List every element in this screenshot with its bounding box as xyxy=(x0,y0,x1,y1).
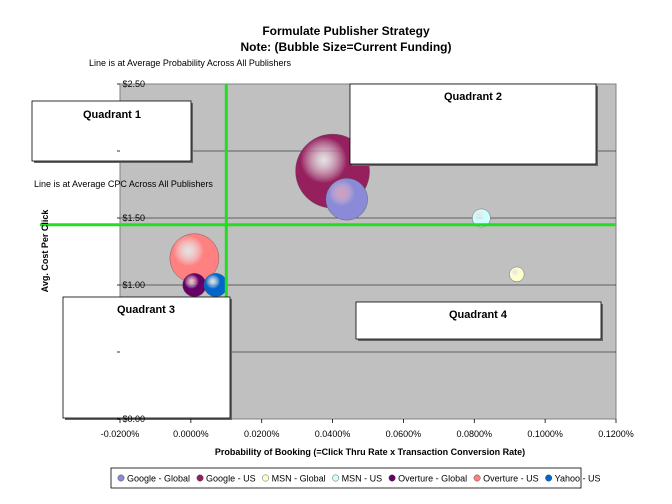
legend-item: Google - US xyxy=(196,474,256,484)
quadrant-box xyxy=(62,296,231,419)
legend: Google - Global Google - US MSN - Global MS… xyxy=(110,467,601,489)
legend-label: Yahoo - US xyxy=(555,474,601,484)
avg-probability-note: Line is at Average Probability Across Al… xyxy=(89,58,291,68)
x-tick-label: 0.0200% xyxy=(244,429,280,439)
legend-label: Google - Global xyxy=(127,474,190,484)
legend-label: Google - US xyxy=(206,474,256,484)
legend-item: Overture - US xyxy=(473,474,539,484)
quadrant-box xyxy=(31,100,192,162)
quadrant-box xyxy=(355,301,602,340)
legend-label: Overture - Global xyxy=(398,474,467,484)
legend-marker xyxy=(332,474,339,482)
y-axis-label: Avg. Cost Per Click xyxy=(40,209,50,293)
quadrant-3-label: Quadrant 3 xyxy=(117,304,175,316)
quadrant-1-box: Quadrant 1 xyxy=(31,100,193,163)
legend-item: MSN - Global xyxy=(262,474,326,484)
bubble-google-global xyxy=(325,178,368,221)
quadrant-box xyxy=(349,83,597,165)
avg-cpc-note: Line is at Average CPC Across All Publis… xyxy=(34,179,213,189)
y-tick-label: $0.00 xyxy=(122,414,145,424)
legend-marker xyxy=(473,474,481,482)
y-tick-label: $2.50 xyxy=(122,79,145,89)
bubble-msn-us xyxy=(472,208,491,228)
x-axis-label: Probability of Booking (=Click Thru Rate… xyxy=(215,447,525,457)
bubble-yahoo-us xyxy=(203,273,228,297)
quadrant-2-label: Quadrant 2 xyxy=(444,91,502,103)
x-tick-label: 0.0000% xyxy=(173,429,209,439)
legend-item: Yahoo - US xyxy=(545,474,601,484)
quadrant-4-box: Quadrant 4 xyxy=(355,301,603,341)
legend-item: MSN - US xyxy=(332,474,382,484)
chart-subtitle: Note: (Bubble Size=Current Funding) xyxy=(241,40,452,54)
bubble-overture-global xyxy=(182,273,207,297)
x-tick-label: 0.0800% xyxy=(457,429,493,439)
quadrant-3-box: Quadrant 3 xyxy=(62,296,232,420)
x-tick-label: 0.0400% xyxy=(315,429,351,439)
legend-item: Google - Global xyxy=(117,474,190,484)
quadrant-2-box: Quadrant 2 xyxy=(349,83,598,166)
legend-marker xyxy=(545,474,553,482)
x-tick-label: 0.1200% xyxy=(598,429,634,439)
x-tick-label: 0.1000% xyxy=(527,429,563,439)
bubble-msn-global xyxy=(509,266,525,282)
legend-label: Overture - US xyxy=(483,474,539,484)
y-tick-label: $1.50 xyxy=(122,213,145,223)
legend-marker xyxy=(262,474,269,482)
legend-box xyxy=(110,467,582,489)
quadrant-1-label: Quadrant 1 xyxy=(83,109,141,121)
y-tick-label: $1.00 xyxy=(122,280,145,290)
legend-marker xyxy=(196,474,204,482)
legend-marker xyxy=(388,474,396,482)
x-tick-label: -0.0200% xyxy=(101,429,140,439)
legend-label: MSN - US xyxy=(342,474,383,484)
legend-label: MSN - Global xyxy=(272,474,326,484)
x-tick-label: 0.0600% xyxy=(386,429,422,439)
chart-title: Formulate Publisher Strategy xyxy=(262,24,430,38)
legend-marker xyxy=(117,474,125,482)
legend-item: Overture - Global xyxy=(388,474,467,484)
quadrant-4-label: Quadrant 4 xyxy=(449,309,508,321)
